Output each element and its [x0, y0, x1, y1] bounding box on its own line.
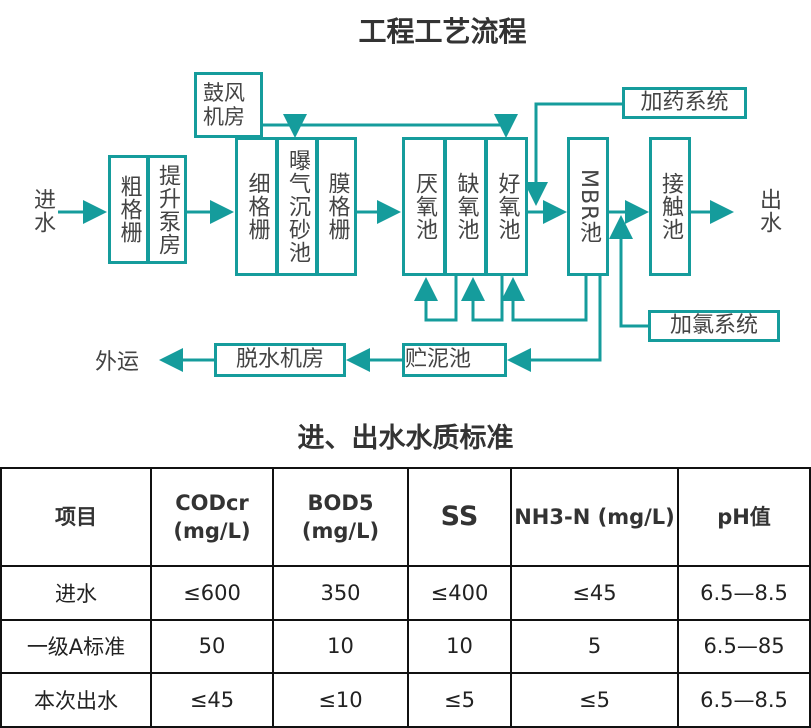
inlet-label: 进水: [30, 188, 55, 234]
anoxic-tank: 缺氧池: [444, 137, 487, 276]
cell: 6.5—85: [677, 618, 811, 675]
header-nh3n: NH3-N (mg/L): [510, 467, 679, 567]
cell: 一级A标准: [0, 618, 152, 675]
mbr-tank: MBR池: [567, 137, 609, 276]
sludge-line: [507, 275, 602, 372]
outlet-label: 出水: [756, 188, 781, 234]
cell: ≤600: [150, 565, 274, 621]
cell: ≤45: [510, 565, 679, 621]
table-header-row: 项目 CODcr (mg/L) BOD5 (mg/L) SS NH3-N (mg…: [0, 467, 811, 567]
dewatering-room: 脱水机房: [214, 343, 346, 377]
cell: ≤45: [150, 672, 274, 728]
flow-lines: [58, 102, 734, 372]
chlorine-line: [609, 215, 648, 328]
cell: 50: [150, 618, 274, 675]
return-3: [501, 275, 588, 322]
dosing-line: [524, 102, 622, 206]
chlorine-system: 加氯系统: [648, 310, 780, 342]
cell: ≤400: [407, 565, 512, 621]
aerated-grit: 曝气沉砂池: [276, 137, 318, 276]
sludge-tank: 贮泥池: [402, 343, 507, 377]
export-label: 外运: [95, 350, 140, 375]
cell: 10: [272, 618, 409, 675]
contact-tank: 接触池: [649, 137, 691, 276]
anaerobic-tank: 厌氧池: [402, 137, 446, 276]
cell: 5: [510, 618, 679, 675]
header-ph: pH值: [677, 467, 811, 567]
aerobic-tank: 好氧池: [485, 137, 528, 276]
cell: 进水: [0, 565, 152, 621]
return-1: [414, 275, 458, 322]
air-line: [262, 114, 518, 138]
blower-room: 鼓风机房: [194, 72, 263, 138]
membrane-screen: 膜格栅: [316, 137, 357, 276]
return-2: [461, 275, 504, 322]
fine-screen: 细格栅: [235, 137, 278, 276]
header-ss: SS: [407, 467, 512, 567]
header-item: 项目: [0, 467, 152, 567]
cell: 10: [407, 618, 512, 675]
page-title: 工程工艺流程: [358, 15, 527, 48]
cell: 6.5—8.5: [677, 672, 811, 728]
header-bod5: BOD5 (mg/L): [272, 467, 409, 567]
cell: ≤5: [510, 672, 679, 728]
table-title: 进、出水水质标准: [297, 423, 514, 454]
cell: 6.5—8.5: [677, 565, 811, 621]
header-codcr: CODcr (mg/L): [150, 467, 274, 567]
water-quality-table: 项目 CODcr (mg/L) BOD5 (mg/L) SS NH3-N (mg…: [0, 467, 811, 728]
cell: ≤10: [272, 672, 409, 728]
cell: ≤5: [407, 672, 512, 728]
dosing-system: 加药系统: [622, 87, 747, 119]
cell: 本次出水: [0, 672, 152, 728]
coarse-screen: 粗格栅: [108, 155, 149, 264]
lift-pump: 提升泵房: [147, 155, 187, 264]
cell: 350: [272, 565, 409, 621]
